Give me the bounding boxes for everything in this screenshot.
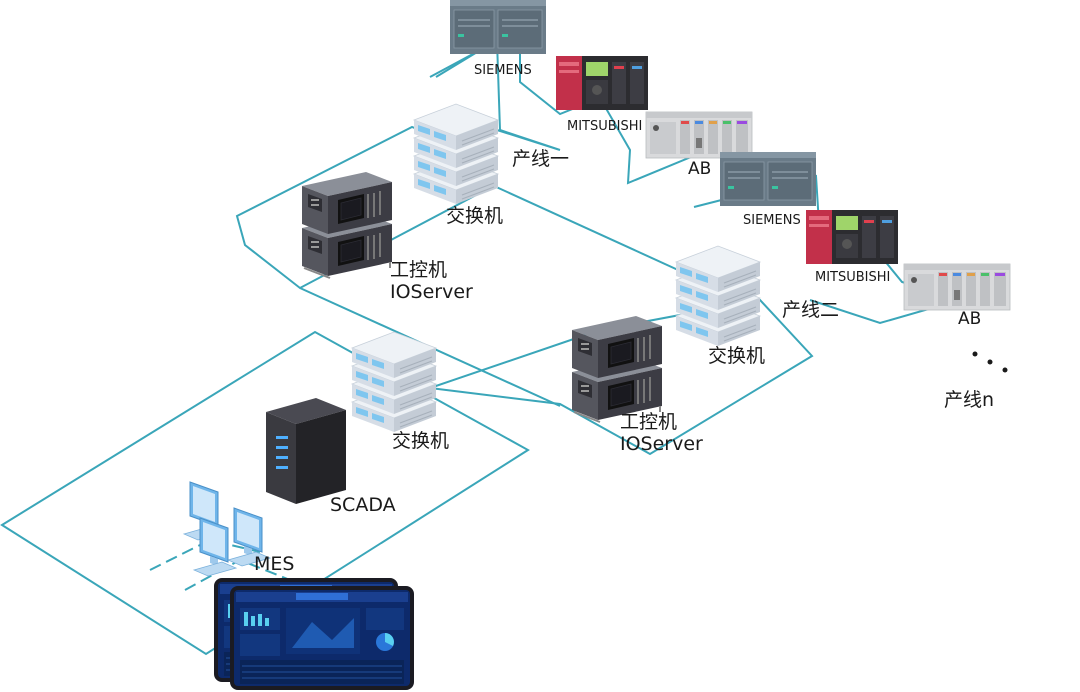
dashboard-screen-icon — [230, 586, 414, 690]
line1-switch-label: 交换机 — [446, 205, 503, 227]
line1-ioserver-label: IOServer — [390, 281, 473, 303]
plc-ab-icon — [645, 111, 753, 159]
server-tower-icon — [266, 398, 346, 504]
switch-icon — [676, 246, 760, 346]
plc-siemens-icon — [719, 151, 817, 207]
linen-name-label: 产线n — [944, 389, 994, 411]
line2-siemens-label: SIEMENS — [743, 213, 801, 228]
more-lines-ellipsis — [972, 351, 1008, 373]
industrial-pc-icon — [302, 172, 392, 278]
line2-ioserver-label: IOServer — [620, 433, 703, 455]
line1-name-label: 产线一 — [512, 148, 569, 170]
plc-mitsubishi-icon — [556, 56, 648, 110]
line1-ab-label: AB — [688, 159, 711, 179]
line2-mitsubishi-label: MITSUBISHI — [815, 270, 890, 285]
line2-ab-label: AB — [958, 309, 981, 329]
line2-switch-label: 交换机 — [708, 345, 765, 367]
mes-label: MES — [254, 553, 294, 575]
plc-mitsubishi-icon — [806, 210, 898, 264]
scada-label: SCADA — [330, 494, 396, 516]
control-switch-label: 交换机 — [392, 430, 449, 452]
workstation-icon — [193, 517, 237, 577]
control-domain-loop — [0, 330, 530, 656]
line1-ipc-label: 工控机 — [390, 259, 447, 281]
plc-siemens-icon — [449, 0, 547, 55]
line2-name-label: 产线二 — [782, 299, 839, 321]
plc-ab-icon — [903, 263, 1011, 311]
switch-icon — [414, 104, 498, 204]
line1-siemens-label: SIEMENS — [474, 63, 532, 78]
industrial-pc-icon — [572, 316, 662, 422]
line2-ipc-label: 工控机 — [620, 411, 677, 433]
line1-trunk — [469, 174, 701, 281]
switch-icon — [352, 332, 436, 432]
line1-mitsubishi-label: MITSUBISHI — [567, 119, 642, 134]
